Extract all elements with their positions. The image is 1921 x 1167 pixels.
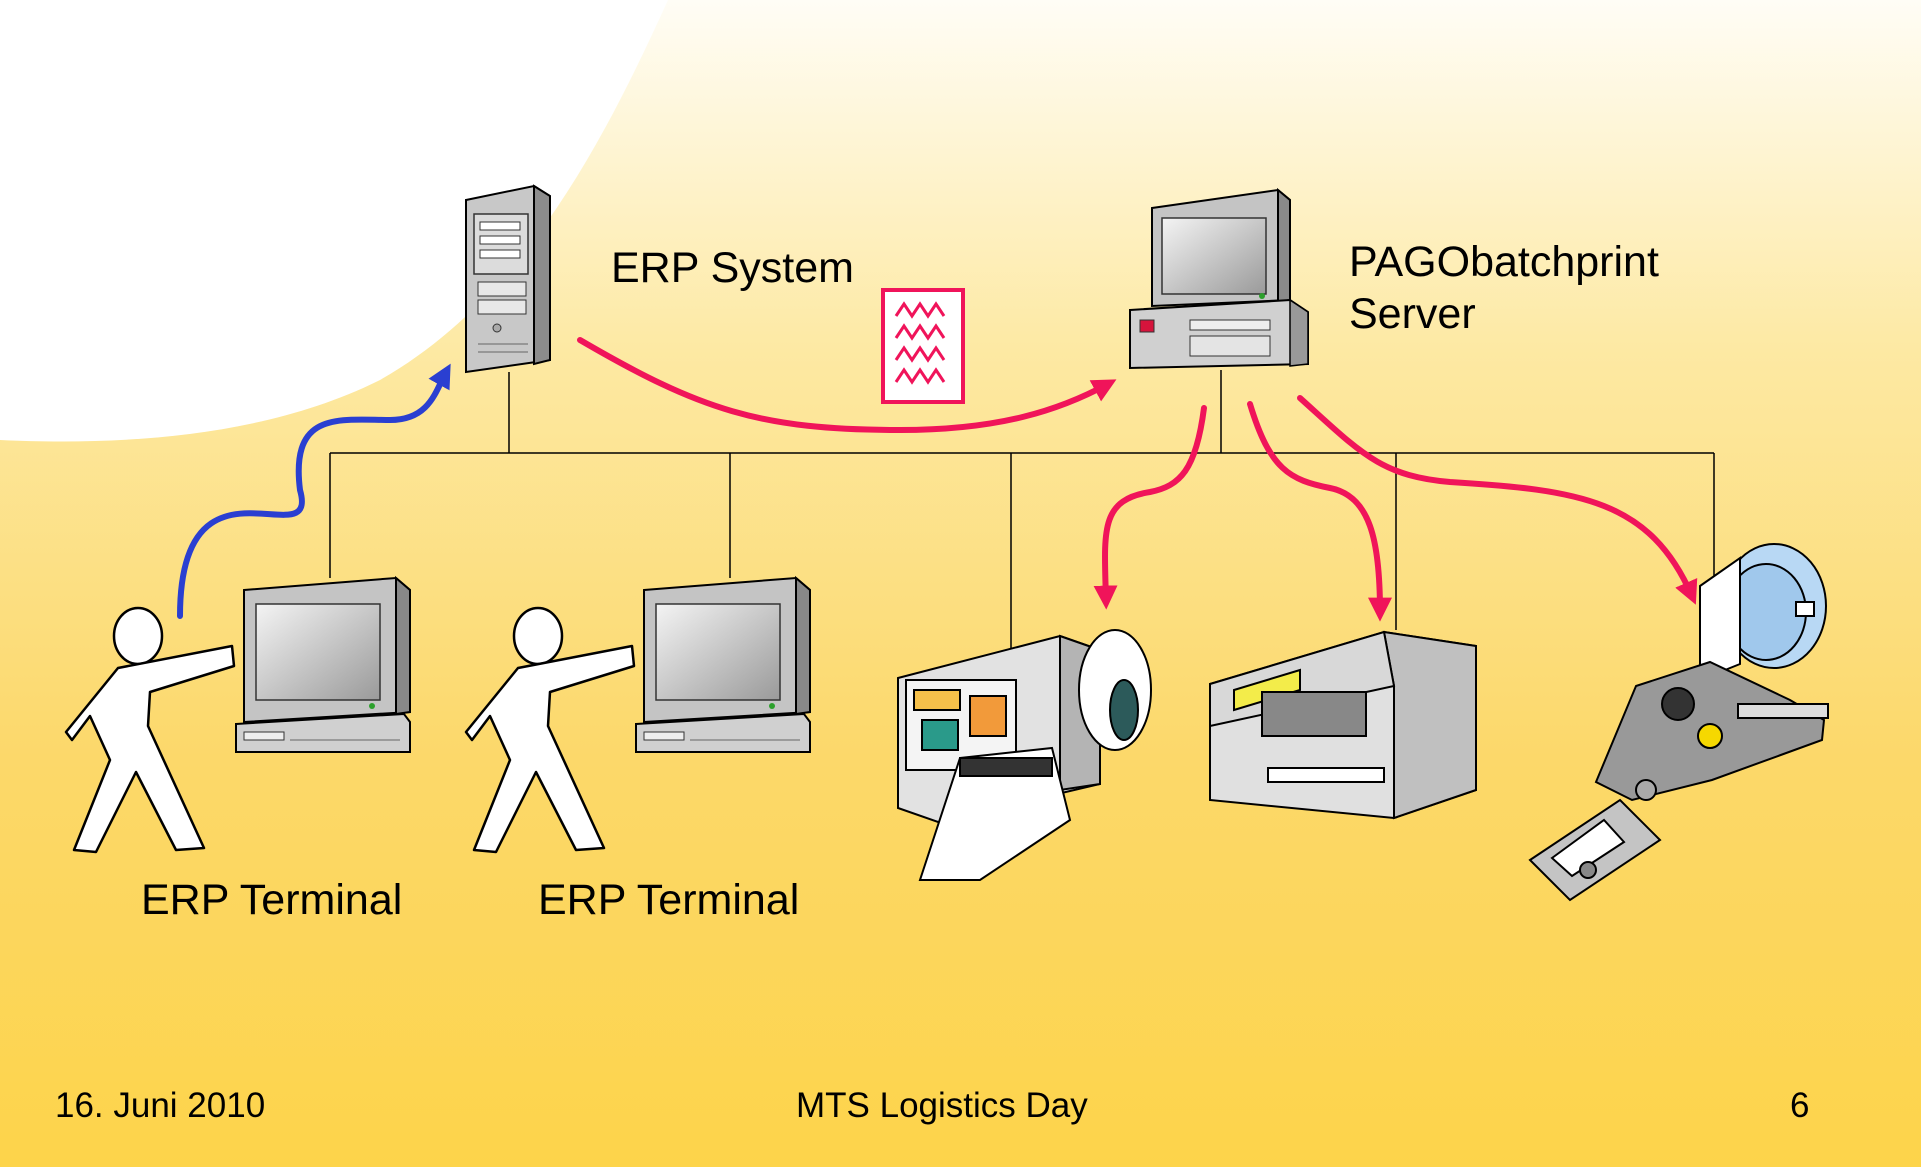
person-icon: [464, 606, 636, 854]
person-icon: [64, 606, 236, 854]
erp-to-server-arrow: [577, 337, 1117, 434]
print-job-document-icon: [881, 288, 965, 404]
page-number: 6: [1790, 1086, 1810, 1125]
erp-system-label: ERP System: [611, 244, 854, 292]
network-lines: [329, 370, 1715, 650]
industrial-printer-icon: [1209, 630, 1477, 820]
label-printer-icon: [897, 629, 1152, 881]
footer-date: 16. Juni 2010: [55, 1086, 266, 1125]
server-to-label-printer-arrow: [1093, 405, 1207, 610]
terminal-2-label: ERP Terminal: [538, 876, 800, 924]
print-server-label-line1: PAGObatchprint: [1349, 238, 1659, 286]
server-to-industrial-printer-arrow: [1247, 401, 1392, 622]
terminal-1-label: ERP Terminal: [141, 876, 403, 924]
background-shape: [0, 0, 668, 442]
terminal-computer-icon: [235, 575, 411, 753]
flow-arrows: [177, 337, 1698, 622]
server-tower-icon: [465, 184, 551, 374]
terminal-computer-icon: [635, 575, 811, 753]
print-server-computer-icon: [1129, 187, 1309, 370]
footer-event: MTS Logistics Day: [796, 1086, 1088, 1125]
user-request-arrow: [177, 363, 451, 619]
server-to-labeler-arrow: [1297, 395, 1698, 605]
print-server-label-line2: Server: [1349, 290, 1476, 338]
print-and-apply-labeler-icon: [1528, 543, 1829, 902]
